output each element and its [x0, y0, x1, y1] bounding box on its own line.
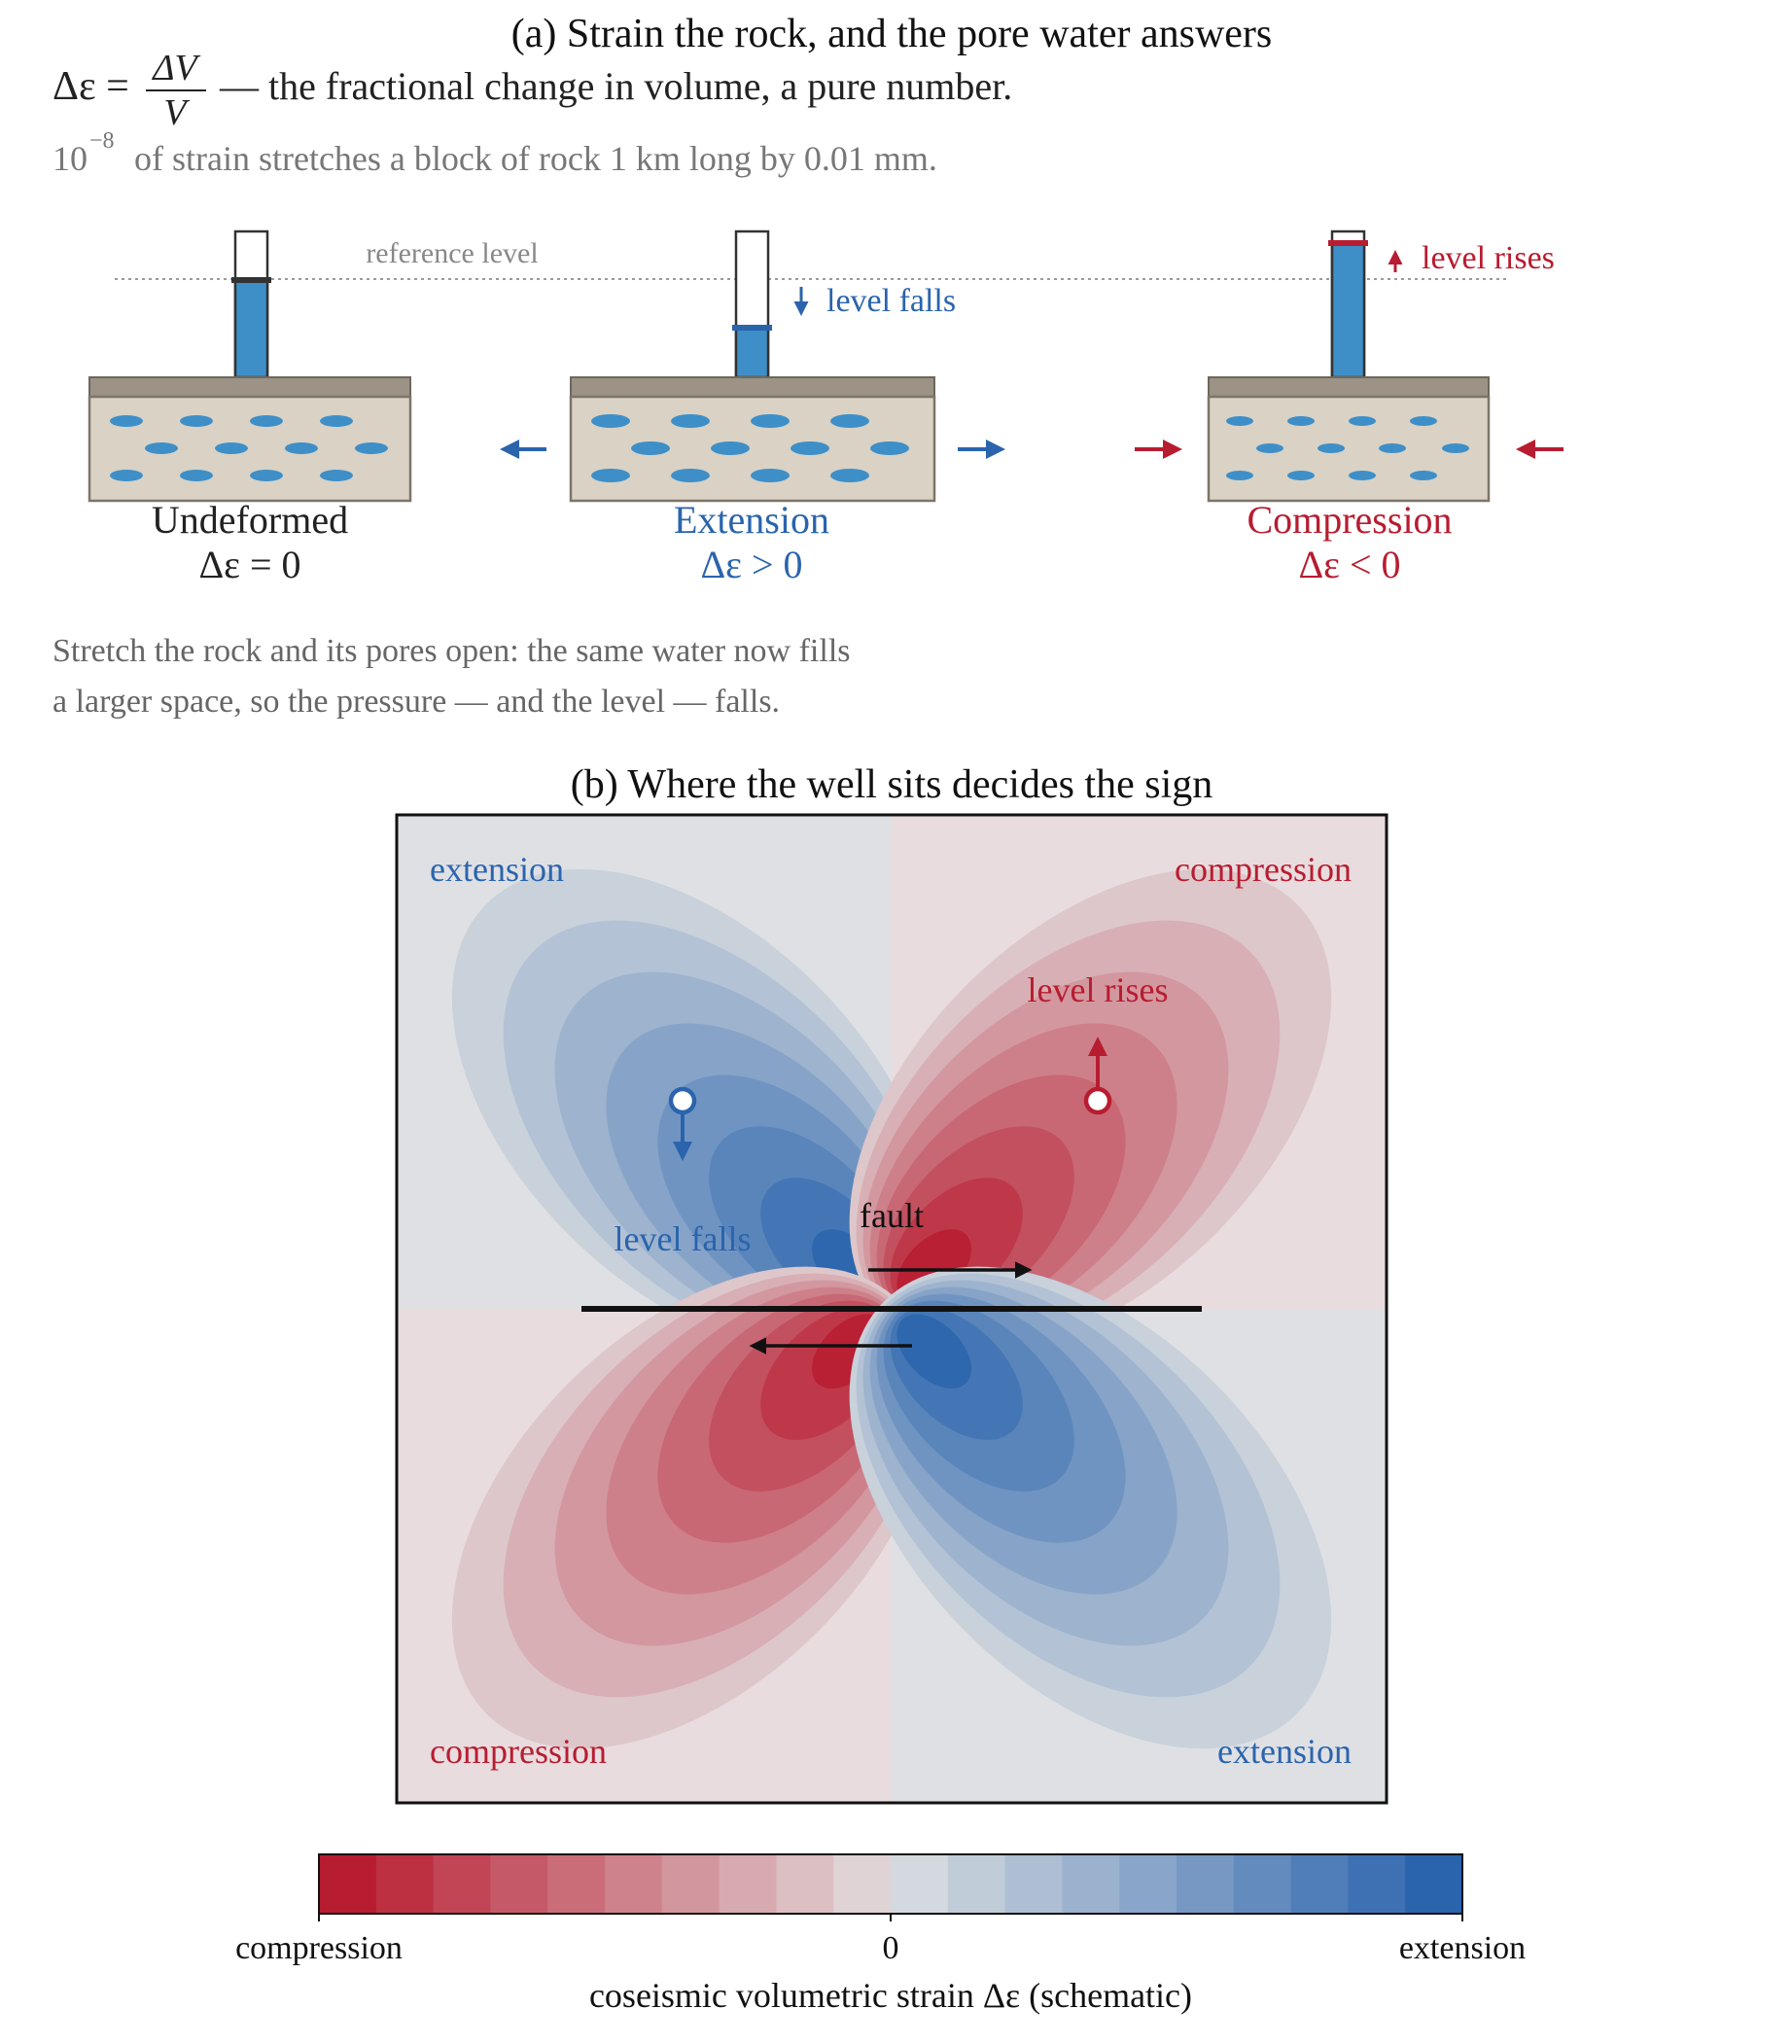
- block-compression: level rises Compression Δε < 0: [1135, 229, 1564, 586]
- colorbar-step: [1177, 1854, 1235, 1914]
- block-extension: level falls Extension Δε > 0: [500, 229, 1005, 586]
- quadrant-label-bottom-left: compression: [430, 1732, 607, 1771]
- colorbar-step: [1233, 1854, 1292, 1914]
- colorbar-step: [1405, 1854, 1463, 1914]
- well-falls-label: level falls: [615, 1219, 752, 1258]
- scale-base: 10: [53, 139, 88, 178]
- water-column: [1330, 241, 1366, 379]
- well-extension: level falls: [615, 1086, 752, 1258]
- panel-a-title: (a) Strain the rock, and the pore water …: [511, 12, 1273, 56]
- colorbar-step: [719, 1854, 777, 1914]
- colorbar-step: [605, 1854, 663, 1914]
- colorbar-step: [661, 1854, 720, 1914]
- rock-cap: [570, 376, 935, 398]
- well-rises-label: level rises: [1028, 970, 1169, 1009]
- state-name-extension: Extension: [674, 498, 829, 542]
- colorbar-axis-label: coseismic volumetric strain Δε (schemati…: [589, 1976, 1192, 2015]
- well-marker: [1083, 1086, 1112, 1115]
- pore-grid: [110, 415, 388, 481]
- rock-block: [1207, 395, 1491, 503]
- block-undeformed: Undeformed Δε = 0: [88, 229, 412, 586]
- colorbar-step: [1004, 1854, 1063, 1914]
- well-compression: level rises: [1028, 970, 1169, 1115]
- pore-grid: [591, 414, 909, 482]
- well-marker: [668, 1086, 697, 1115]
- colorbar-label-right: extension: [1399, 1930, 1526, 1966]
- quadrant-label-top-right: compression: [1175, 850, 1352, 889]
- level-rises-label: level rises: [1422, 240, 1555, 276]
- panel-a-caption-line-1: Stretch the rock and its pores open: the…: [53, 633, 851, 669]
- state-sign-compression: Δε < 0: [1298, 543, 1400, 586]
- strain-contour: [896, 1314, 971, 1389]
- colorbar-step: [490, 1854, 548, 1914]
- strain-field: [397, 815, 1387, 1803]
- scale-exponent: −8: [89, 128, 115, 154]
- rock-cap: [1208, 376, 1490, 398]
- formula-denominator: V: [163, 92, 190, 133]
- state-sign-undeformed: Δε = 0: [198, 543, 300, 586]
- colorbar-label-center: 0: [883, 1930, 899, 1966]
- colorbar-step: [833, 1854, 892, 1914]
- colorbar-step: [776, 1854, 834, 1914]
- rock-cap: [88, 376, 411, 398]
- quadrant-label-top-left: extension: [430, 850, 564, 889]
- water-column: [734, 326, 770, 379]
- colorbar-label-left: compression: [235, 1930, 403, 1966]
- state-name-compression: Compression: [1247, 498, 1452, 542]
- formula-lhs: Δε =: [53, 64, 129, 109]
- colorbar-step: [433, 1854, 491, 1914]
- panel-b-title: (b) Where the well sits decides the sign: [571, 762, 1213, 807]
- colorbar-step: [891, 1854, 949, 1914]
- colorbar-step: [547, 1854, 606, 1914]
- colorbar-step: [1290, 1854, 1349, 1914]
- panel-a-caption-line-2: a larger space, so the pressure — and th…: [53, 684, 780, 720]
- water-column: [233, 278, 269, 379]
- colorbar-step: [319, 1854, 377, 1914]
- scale-text: of strain stretches a block of rock 1 km…: [134, 139, 937, 178]
- colorbar-step: [1119, 1854, 1177, 1914]
- colorbar-step: [375, 1854, 435, 1914]
- colorbar-step: [1062, 1854, 1120, 1914]
- strain-field-frame: [395, 813, 1388, 1805]
- strain-lobes: [451, 868, 1332, 1749]
- colorbar-step: [1348, 1854, 1406, 1914]
- formula-description: — the fractional change in volume, a pur…: [219, 64, 1012, 108]
- reference-level-label: reference level: [366, 237, 538, 269]
- formula-numerator: ΔV: [151, 48, 200, 88]
- state-sign-extension: Δε > 0: [700, 543, 802, 586]
- pore-grid: [1226, 416, 1469, 480]
- quadrant-label-bottom-right: extension: [1217, 1732, 1352, 1771]
- colorbar: [319, 1854, 1463, 1914]
- state-name-undeformed: Undeformed: [152, 498, 348, 542]
- level-falls-label: level falls: [826, 283, 956, 319]
- colorbar-step: [947, 1854, 1006, 1914]
- fault-label: fault: [860, 1196, 924, 1235]
